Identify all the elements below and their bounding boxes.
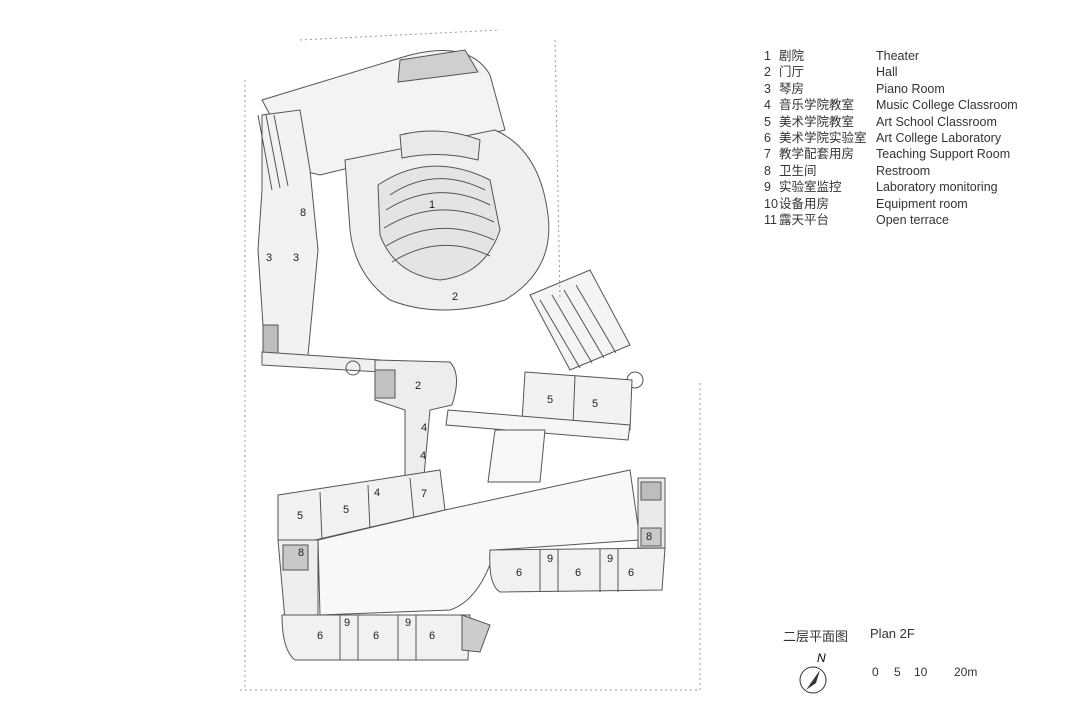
legend-en: Laboratory monitoring — [876, 180, 998, 195]
room-label: 4 — [420, 450, 426, 462]
legend-num: 2 — [764, 65, 771, 80]
legend-num: 6 — [764, 131, 771, 146]
legend-zh: 露天平台 — [779, 213, 830, 228]
scale-tick-0: 0 — [872, 665, 879, 679]
legend: 1 剧院 Theater 2 门厅 Hall 3 琴房 Piano Room 4 音乐学院教室 Mus… — [764, 48, 1018, 228]
legend-en: Theater — [876, 49, 920, 63]
auditorium-seating — [377, 165, 501, 281]
room-labels: 1 2 2 3 3 4 4 4 5 5 5 5 6 6 6 6 6 6 7 8 8 8 9 9 9 9 — [266, 199, 652, 642]
room-label: 4 — [421, 422, 427, 434]
legend-zh: 设备用房 — [779, 196, 830, 211]
room-label: 6 — [429, 630, 435, 642]
legend-num: 5 — [764, 114, 771, 129]
legend-item: 2 门厅 Hall — [764, 64, 1018, 80]
legend-item: 8 卫生间 Restroom — [764, 163, 1018, 179]
legend-num: 8 — [764, 163, 771, 178]
legend-en: Restroom — [876, 163, 931, 178]
room-label: 6 — [317, 630, 323, 642]
legend-zh: 剧院 — [779, 49, 805, 63]
legend-num: 11 — [764, 213, 777, 228]
ne-classroom-block — [521, 371, 633, 431]
corridor — [261, 351, 381, 373]
caption-en: Plan 2F — [870, 626, 915, 641]
legend-num: 4 — [764, 98, 771, 113]
floor-plan-drawing: 1 2 2 3 3 4 4 4 5 5 5 5 6 6 6 6 6 6 7 8 8 8 9 9 9 9 — [240, 29, 701, 691]
room-label: 9 — [405, 617, 411, 629]
legend-item: 7 教学配套用房 Teaching Support Room — [764, 146, 1018, 162]
legend-num: 3 — [764, 81, 771, 96]
legend-num: 9 — [764, 180, 771, 195]
north-label: N — [817, 651, 826, 665]
room-label: 6 — [516, 567, 522, 579]
legend-en: Art College Laboratory — [876, 131, 1002, 146]
room-label: 6 — [373, 630, 379, 642]
scale-tick-5: 5 — [894, 665, 901, 679]
room-label: 1 — [429, 199, 435, 211]
room-label: 7 — [421, 488, 427, 500]
room-label: 9 — [344, 617, 350, 629]
legend-item: 9 实验室监控 Laboratory monitoring — [764, 179, 1018, 195]
legend-item: 5 美术学院教室 Art School Classroom — [764, 114, 1018, 130]
room-label: 5 — [343, 504, 349, 516]
legend-en: Music College Classroom — [876, 98, 1018, 113]
se-lab-wing — [489, 547, 666, 593]
legend-zh: 实验室监控 — [779, 180, 842, 195]
legend-item: 4 音乐学院教室 Music College Classroom — [764, 97, 1018, 113]
room-label: 9 — [607, 553, 613, 565]
room-label: 5 — [592, 398, 598, 410]
legend-zh: 教学配套用房 — [779, 147, 855, 162]
room-label: 9 — [547, 553, 553, 565]
room-label: 2 — [452, 291, 458, 303]
legend-zh: 音乐学院教室 — [779, 98, 855, 113]
legend-item: 3 琴房 Piano Room — [764, 81, 1018, 97]
legend-num: 7 — [764, 147, 771, 162]
room-label: 6 — [628, 567, 634, 579]
room-label: 3 — [266, 252, 272, 264]
legend-zh: 琴房 — [779, 81, 805, 96]
room-label: 8 — [646, 531, 652, 543]
scale-tick-10: 10 — [914, 665, 928, 679]
room-label: 4 — [374, 487, 380, 499]
legend-item: 1 剧院 Theater — [764, 48, 1018, 64]
plan-caption: 二层平面图 Plan 2F — [783, 626, 915, 645]
legend-en: Open terrace — [876, 213, 949, 228]
north-arrow-icon: N — [799, 651, 827, 694]
room-label: 2 — [415, 380, 421, 392]
legend-en: Hall — [876, 65, 898, 80]
legend-en: Piano Room — [876, 81, 945, 96]
legend-zh: 门厅 — [779, 65, 805, 80]
room-label: 5 — [547, 394, 553, 406]
legend-zh: 美术学院实验室 — [779, 131, 867, 146]
room-label: 8 — [300, 207, 306, 219]
legend-en: Art School Classroom — [876, 114, 997, 129]
legend-zh: 美术学院教室 — [779, 114, 855, 129]
scale-tick-20: 20m — [954, 665, 978, 679]
room-label: 3 — [293, 252, 299, 264]
south-lab-wing — [281, 614, 471, 661]
caption-zh: 二层平面图 — [783, 629, 849, 644]
room-label: 8 — [298, 547, 304, 559]
stair-ramp — [529, 269, 631, 371]
legend-num: 10 — [764, 196, 778, 211]
room-label: 6 — [575, 567, 581, 579]
legend-en: Equipment room — [876, 196, 968, 211]
legend-zh: 卫生间 — [779, 163, 817, 178]
legend-en: Teaching Support Room — [876, 147, 1011, 162]
room-label: 5 — [297, 510, 303, 522]
legend-num: 1 — [764, 49, 771, 63]
legend-item: 6 美术学院实验室 Art College Laboratory — [764, 130, 1018, 146]
